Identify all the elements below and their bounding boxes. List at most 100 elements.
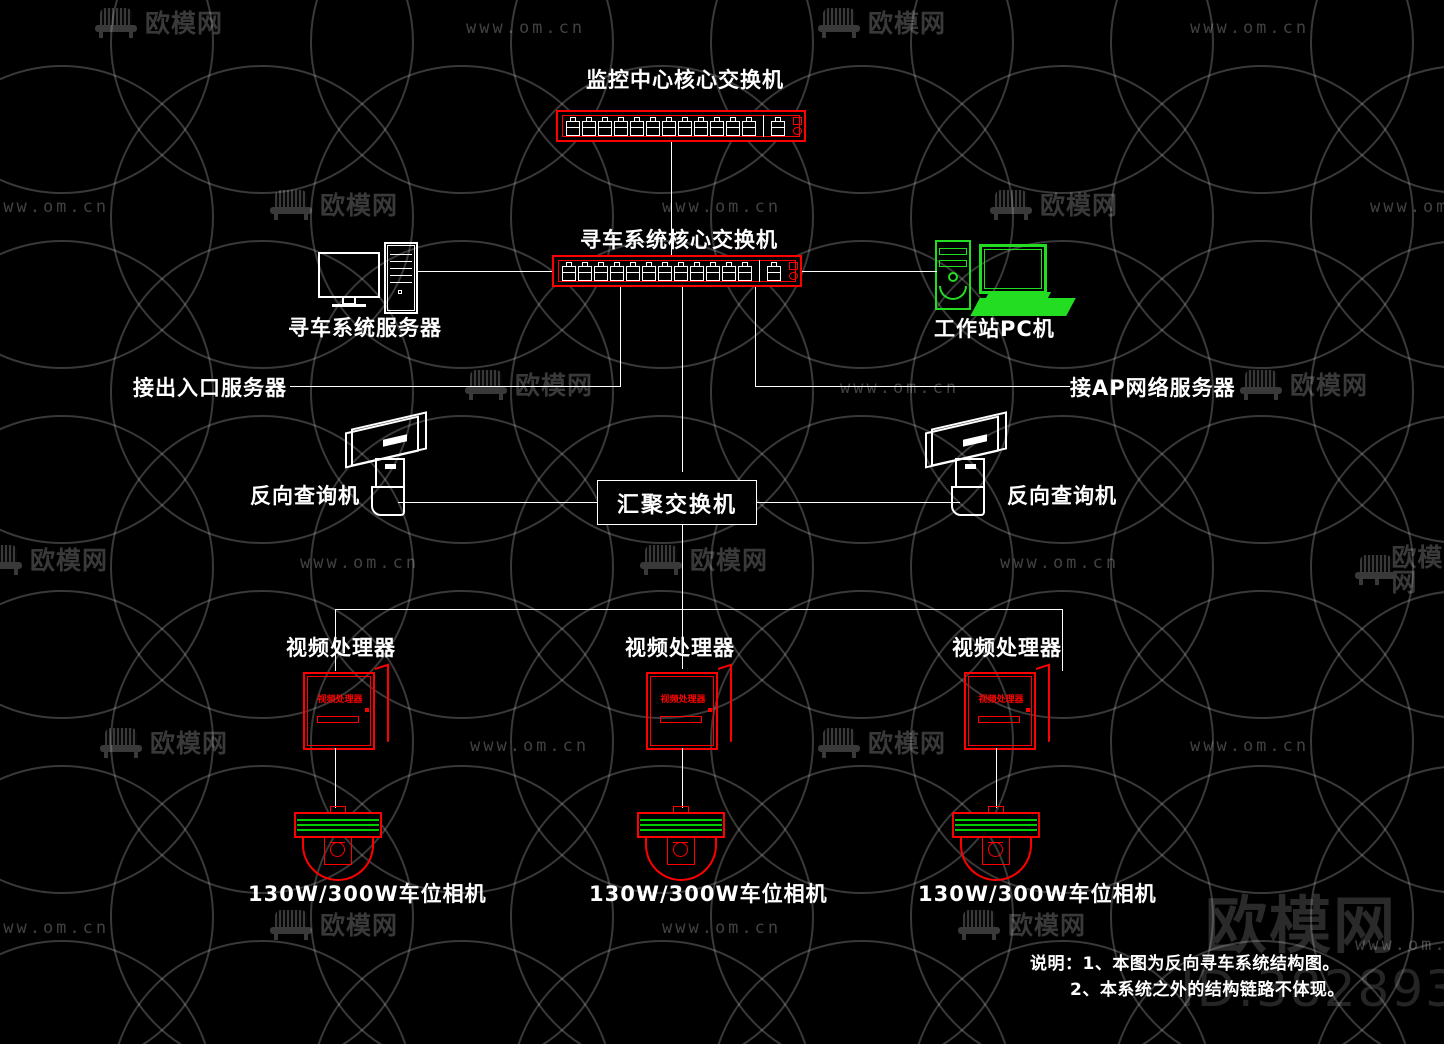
switch-port[interactable] (742, 116, 756, 136)
processor-front-inner-icon (968, 676, 1032, 746)
link-branch-2-drop (682, 609, 683, 669)
processor-slot-icon (978, 716, 1020, 723)
parking-camera-label-1: 130W/300W车位相机 (248, 882, 487, 906)
switch-port[interactable] (594, 261, 608, 281)
switch-port[interactable] (706, 261, 720, 281)
pc-tower-icon (935, 240, 971, 310)
processor-front-inner-icon (650, 676, 714, 746)
switch-port[interactable] (566, 116, 580, 136)
camera-mount-icon (673, 806, 689, 812)
camera-mount-icon (330, 806, 346, 812)
switch-port[interactable] (614, 116, 628, 136)
switch-uplink-port[interactable] (771, 116, 785, 136)
link-label-to-processor-3 (1062, 631, 1063, 671)
switch-port[interactable] (598, 116, 612, 136)
video-processor-3[interactable]: 视频处理器 (964, 663, 1050, 750)
processor-led-icon (708, 708, 712, 712)
processor-slot-icon (317, 716, 359, 723)
parking-camera-2[interactable] (635, 806, 727, 884)
server-tower-icon (384, 242, 418, 314)
switch-port-divider (759, 260, 760, 282)
workstation-pc[interactable] (935, 240, 1076, 322)
link-processor-to-camera-3 (996, 748, 997, 808)
switch-port[interactable] (646, 116, 660, 136)
reverse-query-terminal-left[interactable] (345, 411, 437, 516)
link-entrance-exit-server (290, 386, 620, 387)
link-branch-1-drop (335, 609, 336, 631)
video-processor-1[interactable]: 视频处理器 (303, 663, 389, 750)
camera-lens-icon (673, 842, 688, 857)
processor-slot-icon (660, 716, 702, 723)
processor-front-panel-icon (964, 672, 1036, 750)
server-power-led-icon (398, 290, 402, 294)
camera-lens-housing-icon (667, 837, 695, 865)
link-entrance-exit-riser (620, 287, 621, 387)
switch-port[interactable] (562, 261, 576, 281)
kiosk-card-slot-icon (385, 464, 396, 469)
monitor-center-switch-label: 监控中心核心交换机 (586, 68, 784, 92)
camera-lens-housing-icon (982, 837, 1010, 865)
switch-port[interactable] (674, 261, 688, 281)
link-ap-network-riser (755, 287, 756, 387)
processor-side-panel-icon (1036, 663, 1050, 746)
video-processor-label-2: 视频处理器 (625, 636, 735, 660)
switch-port[interactable] (694, 116, 708, 136)
car-finding-switch[interactable] (552, 255, 802, 287)
entrance-exit-server-link-label: 接出入口服务器 (133, 376, 287, 400)
car-finding-server[interactable] (318, 242, 430, 314)
switch-port-divider (763, 115, 764, 137)
switch-port[interactable] (710, 116, 724, 136)
video-processor-2[interactable]: 视频处理器 (646, 663, 732, 750)
aggregation-switch-label: 汇聚交换机 (616, 492, 737, 518)
kiosk-neck-icon (375, 458, 405, 488)
link-switch-to-aggregation (682, 287, 683, 472)
monitor-icon (318, 252, 380, 298)
link-switch-to-workstation (802, 271, 937, 272)
link-branch-3-drop (1062, 609, 1063, 631)
switch-port[interactable] (678, 116, 692, 136)
switch-port[interactable] (626, 261, 640, 281)
switch-port[interactable] (658, 261, 672, 281)
link-label-to-processor-1 (335, 631, 336, 671)
link-left-kiosk-to-aggregation (398, 502, 597, 503)
camera-lens-housing-icon (324, 837, 352, 865)
aggregation-switch[interactable]: 汇聚交换机 (597, 480, 757, 525)
link-aggregation-downlink (682, 525, 683, 609)
parking-camera-3[interactable] (950, 806, 1042, 884)
switch-port[interactable] (610, 261, 624, 281)
switch-port[interactable] (662, 116, 676, 136)
switch-chassis-inner (558, 260, 798, 282)
switch-port[interactable] (726, 116, 740, 136)
monitor-center-switch[interactable] (556, 110, 806, 142)
switch-port[interactable] (578, 261, 592, 281)
link-bus-right (682, 609, 1062, 610)
car-finding-switch-label: 寻车系统核心交换机 (580, 228, 778, 252)
switch-port[interactable] (690, 261, 704, 281)
reverse-query-right-label: 反向查询机 (1007, 484, 1117, 508)
reverse-query-left-label: 反向查询机 (250, 484, 360, 508)
kiosk-base-icon (371, 486, 405, 516)
diagram-note-line-2: 2、本系统之外的结构链路不体现。 (1070, 979, 1345, 1000)
switch-port[interactable] (642, 261, 656, 281)
pc-power-button-icon (948, 272, 958, 282)
parking-camera-1[interactable] (292, 806, 384, 884)
switch-led-round-icon (793, 127, 802, 135)
switch-chassis-inner (562, 115, 802, 137)
switch-port[interactable] (738, 261, 752, 281)
switch-led-round-icon (789, 272, 798, 280)
monitor-base-icon (332, 304, 366, 307)
link-server-to-switch (418, 271, 552, 272)
switch-port[interactable] (722, 261, 736, 281)
switch-port[interactable] (630, 116, 644, 136)
video-processor-label-3: 视频处理器 (952, 636, 1062, 660)
link-processor-to-camera-2 (682, 748, 683, 808)
reverse-query-terminal-right[interactable] (925, 411, 1017, 516)
switch-status-leds (793, 117, 802, 135)
link-processor-to-camera-1 (335, 748, 336, 808)
camera-lens-icon (988, 842, 1003, 857)
parking-camera-label-2: 130W/300W车位相机 (589, 882, 828, 906)
switch-uplink-port[interactable] (767, 261, 781, 281)
switch-port[interactable] (582, 116, 596, 136)
processor-led-icon (365, 708, 369, 712)
